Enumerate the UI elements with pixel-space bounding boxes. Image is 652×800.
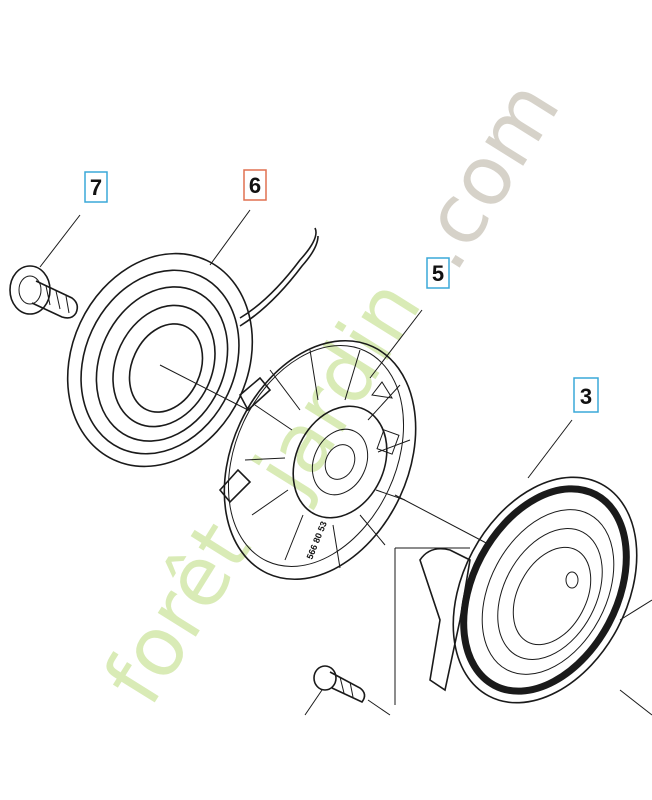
- lower-bolt: [304, 665, 391, 716]
- callout-6: 6: [243, 169, 267, 201]
- watermark-com-text: .com: [391, 65, 578, 286]
- callout-5: 5: [426, 257, 450, 289]
- callout-3: 3: [573, 377, 599, 413]
- callout-box-5: [426, 257, 450, 289]
- part-6-spring: [66, 209, 319, 468]
- pulley-marking-text: 566 80 53: [305, 520, 329, 561]
- callout-box-7: [84, 171, 108, 203]
- callout-label-5: 5: [432, 261, 444, 286]
- callout-label-3: 3: [580, 384, 592, 409]
- part-7-bolt: [9, 214, 81, 319]
- callout-label-6: 6: [249, 173, 261, 198]
- callout-label-7: 7: [90, 175, 102, 200]
- callout-box-3: [573, 377, 599, 413]
- callout-box-6: [243, 169, 267, 201]
- watermark: forêt jardin .com: [86, 65, 578, 721]
- part-3-recoil-cassette: [394, 419, 652, 716]
- callout-7: 7: [84, 171, 108, 203]
